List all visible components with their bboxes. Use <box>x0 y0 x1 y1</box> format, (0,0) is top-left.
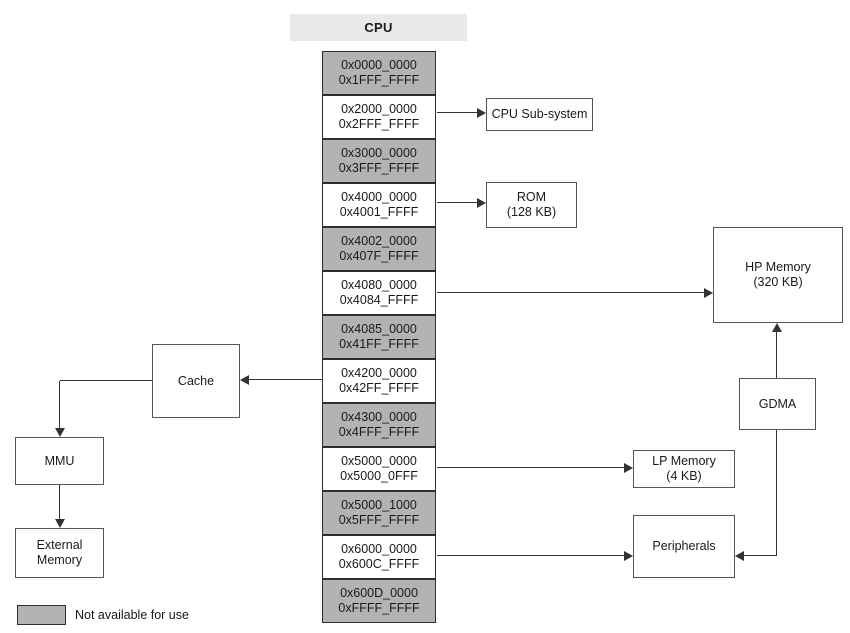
peripherals-label: Peripherals <box>652 539 716 553</box>
memory-block-0x2000: 0x2000_0000 0x2FFF_FFFF <box>322 95 436 139</box>
hp-memory-box: HP Memory (320 KB) <box>713 227 843 323</box>
memory-block-0x4085: 0x4085_0000 0x41FF_FFFF <box>322 315 436 359</box>
cpu-subsystem-box: CPU Sub-system <box>486 98 593 131</box>
connector-to-lp-memory <box>437 467 625 468</box>
block-start-address: 0x3000_0000 <box>341 146 417 160</box>
block-start-address: 0x4002_0000 <box>341 234 417 248</box>
connector-gdma-to-peripherals-vertical <box>776 430 777 556</box>
arrowhead-to-rom <box>477 198 486 208</box>
connector-to-peripherals <box>437 555 625 556</box>
block-end-address: 0x407F_FFFF <box>339 249 419 263</box>
arrowhead-to-lp-memory <box>624 463 633 473</box>
arrowhead-to-cache <box>240 375 249 385</box>
external-memory-label-line2: Memory <box>36 553 83 567</box>
block-start-address: 0x4085_0000 <box>341 322 417 336</box>
memory-block-0x4000: 0x4000_0000 0x4001_FFFF <box>322 183 436 227</box>
connector-cache-to-mmu-horizontal <box>60 380 152 381</box>
memory-block-0x6000: 0x6000_0000 0x600C_FFFF <box>322 535 436 579</box>
block-start-address: 0x6000_0000 <box>341 542 417 556</box>
arrowhead-gdma-to-peripherals <box>735 551 744 561</box>
external-memory-label-line1: External <box>36 538 83 552</box>
cache-label: Cache <box>177 373 215 388</box>
rom-box: ROM (128 KB) <box>486 182 577 228</box>
block-start-address: 0x4300_0000 <box>341 410 417 424</box>
block-start-address: 0x2000_0000 <box>341 102 417 116</box>
mmu-label: MMU <box>44 453 75 468</box>
gdma-box: GDMA <box>739 378 816 430</box>
connector-to-rom <box>437 202 478 203</box>
arrowhead-to-hp-memory <box>704 288 713 298</box>
block-end-address: 0x4084_FFFF <box>339 293 419 307</box>
cpu-header: CPU <box>290 14 467 41</box>
block-end-address: 0x3FFF_FFFF <box>338 161 420 175</box>
connector-to-cpu-subsystem <box>437 112 478 113</box>
hp-memory-label: HP Memory <box>745 260 811 274</box>
cpu-subsystem-label: CPU Sub-system <box>491 107 588 121</box>
cpu-header-label: CPU <box>364 20 393 35</box>
external-memory-box: External Memory <box>15 528 104 578</box>
lp-memory-label: LP Memory <box>652 454 716 468</box>
memory-block-0x4002: 0x4002_0000 0x407F_FFFF <box>322 227 436 271</box>
block-start-address: 0x5000_1000 <box>341 498 417 512</box>
arrowhead-to-cpu-subsystem <box>477 108 486 118</box>
block-end-address: 0x41FF_FFFF <box>339 337 419 351</box>
connector-cache-to-mmu-vertical <box>59 381 60 428</box>
block-start-address: 0x600D_0000 <box>340 586 418 600</box>
memory-block-0x0000: 0x0000_0000 0x1FFF_FFFF <box>322 51 436 95</box>
block-start-address: 0x4000_0000 <box>341 190 417 204</box>
memory-block-0x4300: 0x4300_0000 0x4FFF_FFFF <box>322 403 436 447</box>
block-start-address: 0x0000_0000 <box>341 58 417 72</box>
memory-block-0x4080: 0x4080_0000 0x4084_FFFF <box>322 271 436 315</box>
memory-block-0x3000: 0x3000_0000 0x3FFF_FFFF <box>322 139 436 183</box>
memory-block-0x5000: 0x5000_0000 0x5000_0FFF <box>322 447 436 491</box>
memory-block-0x600d: 0x600D_0000 0xFFFF_FFFF <box>322 579 436 623</box>
block-end-address: 0x5FFF_FFFF <box>338 513 420 527</box>
block-end-address: 0x600C_FFFF <box>338 557 420 571</box>
arrowhead-to-peripherals <box>624 551 633 561</box>
arrowhead-gdma-to-hp-memory <box>772 323 782 332</box>
memory-block-0x5000-1000: 0x5000_1000 0x5FFF_FFFF <box>322 491 436 535</box>
block-end-address: 0x4001_FFFF <box>339 205 419 219</box>
arrowhead-to-external-memory <box>55 519 65 528</box>
block-start-address: 0x5000_0000 <box>341 454 417 468</box>
lp-memory-box: LP Memory (4 KB) <box>633 450 735 488</box>
mmu-box: MMU <box>15 437 104 485</box>
connector-gdma-to-hp-memory <box>776 332 777 378</box>
block-end-address: 0x5000_0FFF <box>340 469 418 483</box>
arrowhead-to-mmu <box>55 428 65 437</box>
legend-label: Not available for use <box>75 608 189 622</box>
lp-memory-size: (4 KB) <box>666 469 702 483</box>
connector-gdma-to-peripherals-horizontal <box>744 555 777 556</box>
block-end-address: 0x42FF_FFFF <box>339 381 419 395</box>
connector-mmu-to-external-memory <box>59 485 60 519</box>
block-start-address: 0x4200_0000 <box>341 366 417 380</box>
hp-memory-size: (320 KB) <box>753 275 803 289</box>
block-start-address: 0x4080_0000 <box>341 278 417 292</box>
block-end-address: 0xFFFF_FFFF <box>338 601 420 615</box>
peripherals-box: Peripherals <box>633 515 735 578</box>
rom-label: ROM <box>516 190 547 204</box>
memory-block-0x4200: 0x4200_0000 0x42FF_FFFF <box>322 359 436 403</box>
legend-unavailable-swatch <box>17 605 66 625</box>
block-end-address: 0x2FFF_FFFF <box>338 117 420 131</box>
rom-size: (128 KB) <box>506 205 557 219</box>
connector-to-hp-memory <box>437 292 705 293</box>
block-end-address: 0x1FFF_FFFF <box>338 73 420 87</box>
connector-to-cache <box>249 379 322 380</box>
block-end-address: 0x4FFF_FFFF <box>338 425 420 439</box>
cache-box: Cache <box>152 344 240 418</box>
gdma-label: GDMA <box>758 396 797 411</box>
